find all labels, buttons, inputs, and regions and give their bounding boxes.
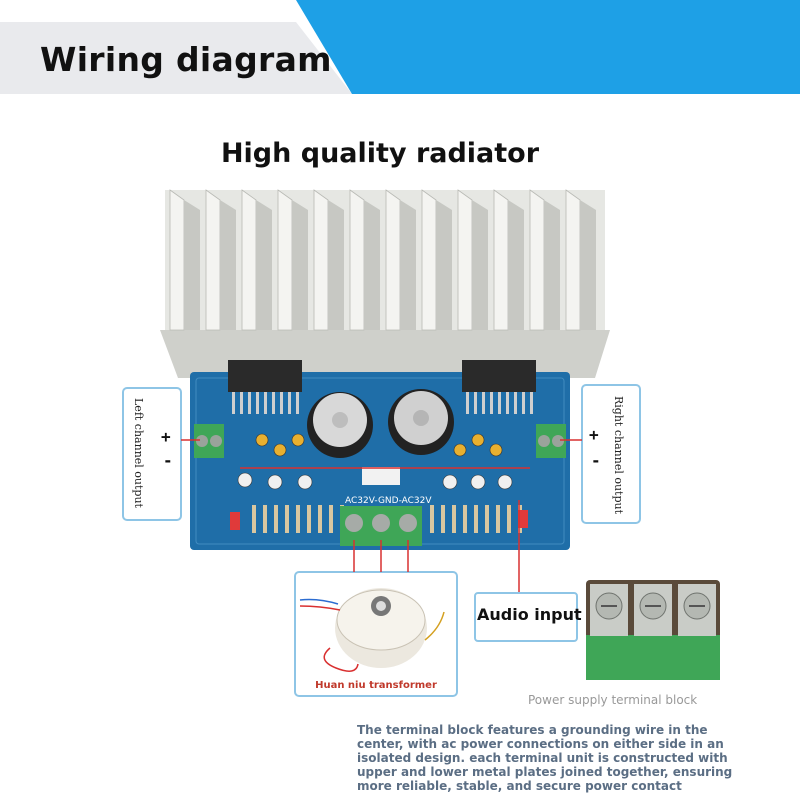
left-plus-sign: +	[161, 427, 171, 446]
transformer-caption: Huan niu transformer	[315, 680, 437, 691]
page-title: Wiring diagram	[40, 40, 332, 79]
banner-shape	[0, 0, 800, 94]
description-text: The terminal block features a grounding …	[357, 723, 733, 793]
audio-input-label: Audio input	[477, 605, 582, 624]
left-output-box	[122, 387, 182, 521]
right-output-box	[581, 384, 641, 524]
supply-label: AC32V-GND-AC32V	[345, 496, 432, 506]
heatsink	[160, 189, 610, 378]
header-banner: Wiring diagram	[0, 0, 800, 94]
left-output-label: Left channel output	[132, 398, 145, 508]
right-output-label: Right channel output	[612, 396, 625, 515]
terminal-block-caption: Power supply terminal block	[528, 693, 698, 707]
terminal-block-image	[586, 580, 720, 680]
left-minus-sign: -	[163, 451, 173, 470]
audio-input-box	[474, 592, 578, 642]
amplifier-board: AC32V-GND-AC32V	[190, 360, 570, 550]
connection-wires	[181, 439, 582, 592]
right-plus-sign: +	[589, 425, 599, 444]
section-heading: High quality radiator	[220, 138, 540, 169]
transformer-image	[299, 588, 445, 672]
right-minus-sign: -	[591, 451, 601, 470]
